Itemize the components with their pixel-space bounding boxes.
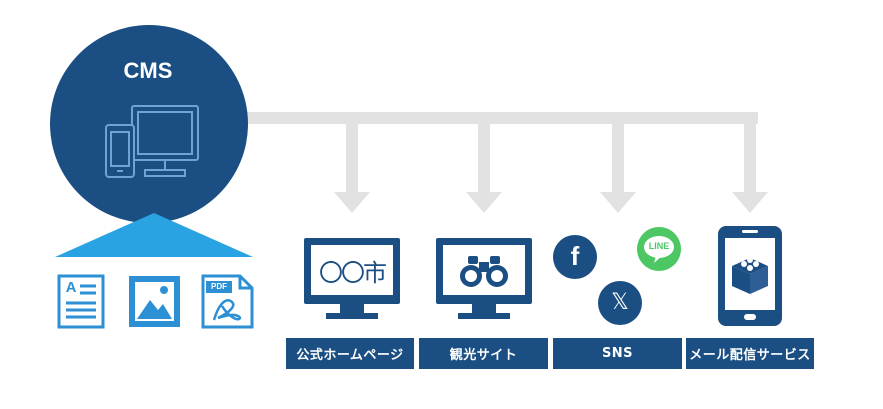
distribution-arrows xyxy=(240,112,768,213)
smartphone-mail-icon xyxy=(718,226,782,326)
image-icon xyxy=(129,276,180,327)
pdf-badge: PDF xyxy=(211,282,227,291)
x-icon xyxy=(598,281,642,325)
line-text: LINE xyxy=(648,241,670,251)
cms-circle xyxy=(50,25,248,223)
text-document-icon xyxy=(57,274,105,329)
facebook-glyph: f xyxy=(570,241,580,271)
monitor-city-site xyxy=(304,238,400,319)
input-triangle xyxy=(55,213,253,257)
monitor-tourism-site xyxy=(436,238,532,319)
label-sns: SNS xyxy=(553,338,682,369)
label-mail-service: メール配信サービス xyxy=(686,338,814,369)
cms-title: CMS xyxy=(123,58,173,83)
label-official-website: 公式ホームページ xyxy=(286,338,414,369)
monitor1-text: 〇〇市 xyxy=(319,259,387,287)
label-tourism-site: 観光サイト xyxy=(419,338,548,369)
facebook-icon xyxy=(553,235,597,279)
devices-icon xyxy=(105,105,199,178)
pdf-icon xyxy=(201,274,254,329)
x-glyph: 𝕏 xyxy=(611,290,629,315)
binoculars-icon xyxy=(460,256,508,287)
text-doc-letter: A xyxy=(65,279,77,296)
